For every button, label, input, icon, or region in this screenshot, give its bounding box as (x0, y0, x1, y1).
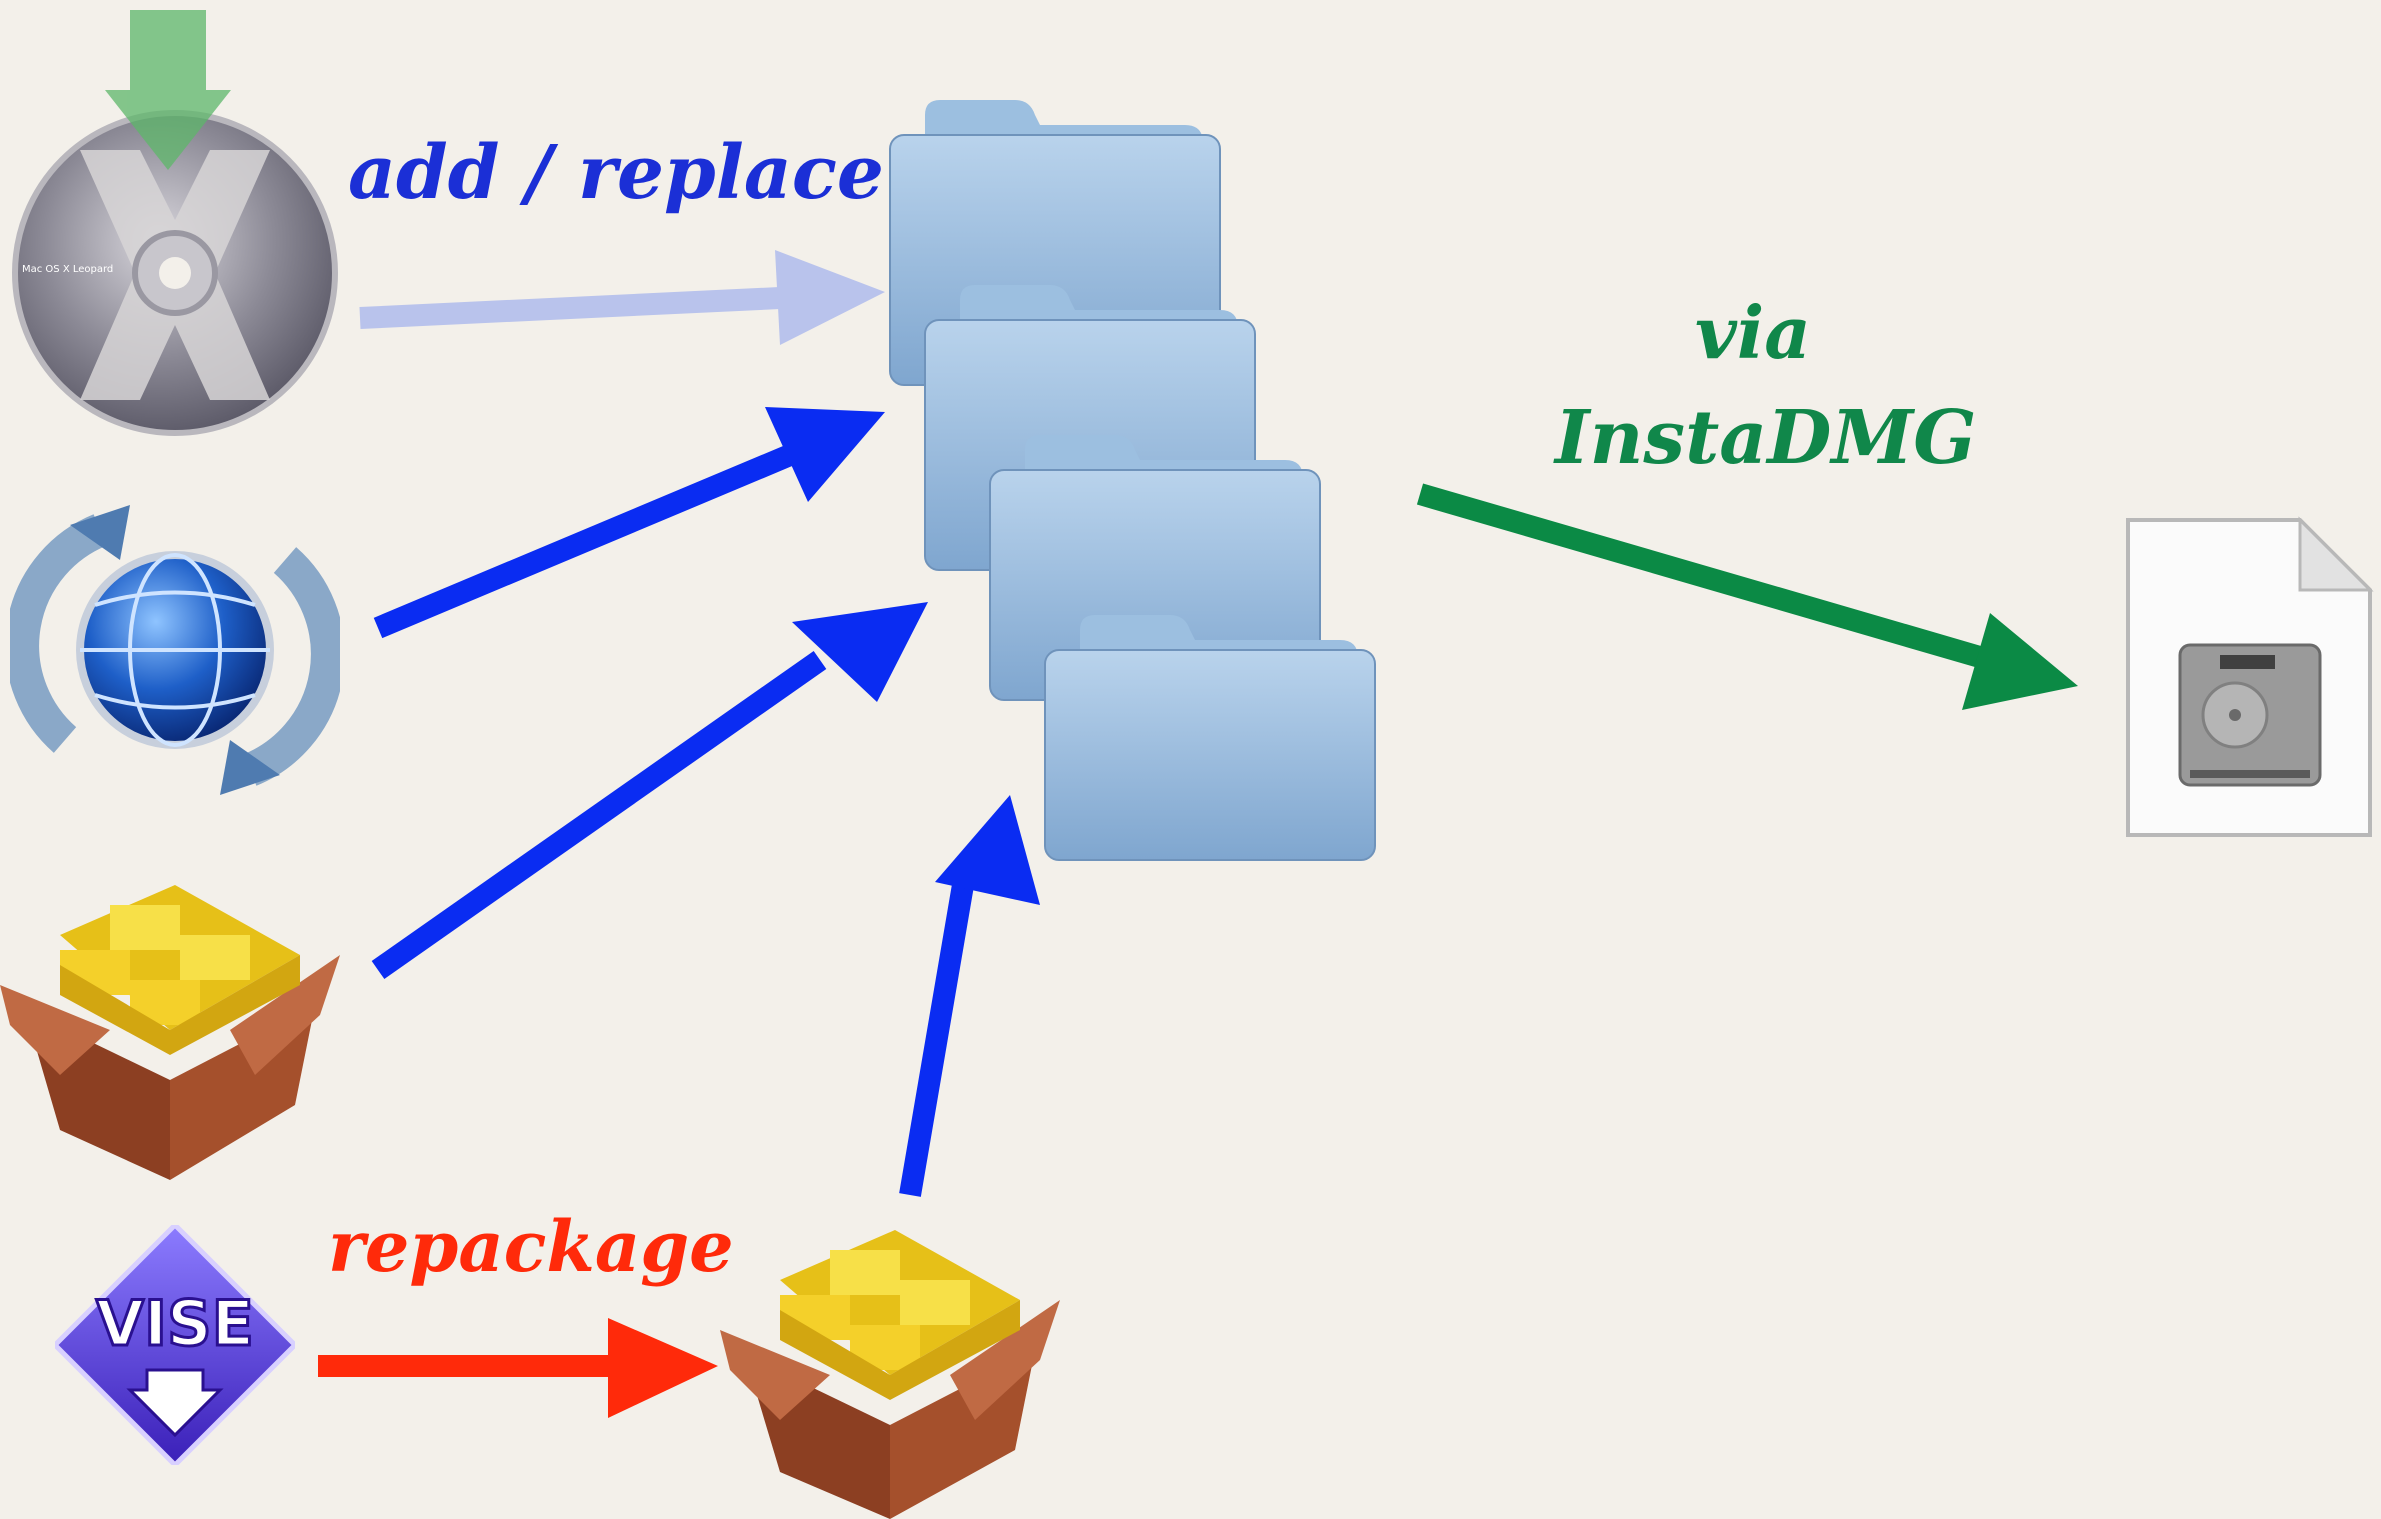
vise-installer-icon: VISE (55, 1225, 295, 1465)
add-replace-arrow (359, 250, 885, 345)
repackaged-installer-package-icon (720, 1210, 1060, 1519)
add-replace-label: add / replace (348, 130, 884, 216)
disc-label-text: Mac OS X Leopard (22, 264, 113, 275)
folder-icon (1044, 615, 1376, 861)
mac-os-x-install-disc-icon: Mac OS X Leopard (10, 0, 350, 440)
software-update-icon (10, 485, 340, 815)
repackage-label: repackage (328, 1205, 734, 1288)
installer-package-icon (0, 865, 340, 1180)
instadmg-label: InstaDMG (1555, 395, 1977, 481)
software-update-arrow (373, 407, 885, 639)
repackage-arrow (318, 1318, 718, 1418)
via-label: via (1695, 290, 1811, 375)
disk-image-icon (2120, 515, 2375, 840)
repackaged-package-arrow (899, 795, 1040, 1197)
vise-label: VISE (96, 1287, 254, 1360)
package-arrow (371, 602, 928, 980)
instadmg-arrow (1416, 483, 2078, 710)
package-folders-stack (880, 95, 1380, 875)
